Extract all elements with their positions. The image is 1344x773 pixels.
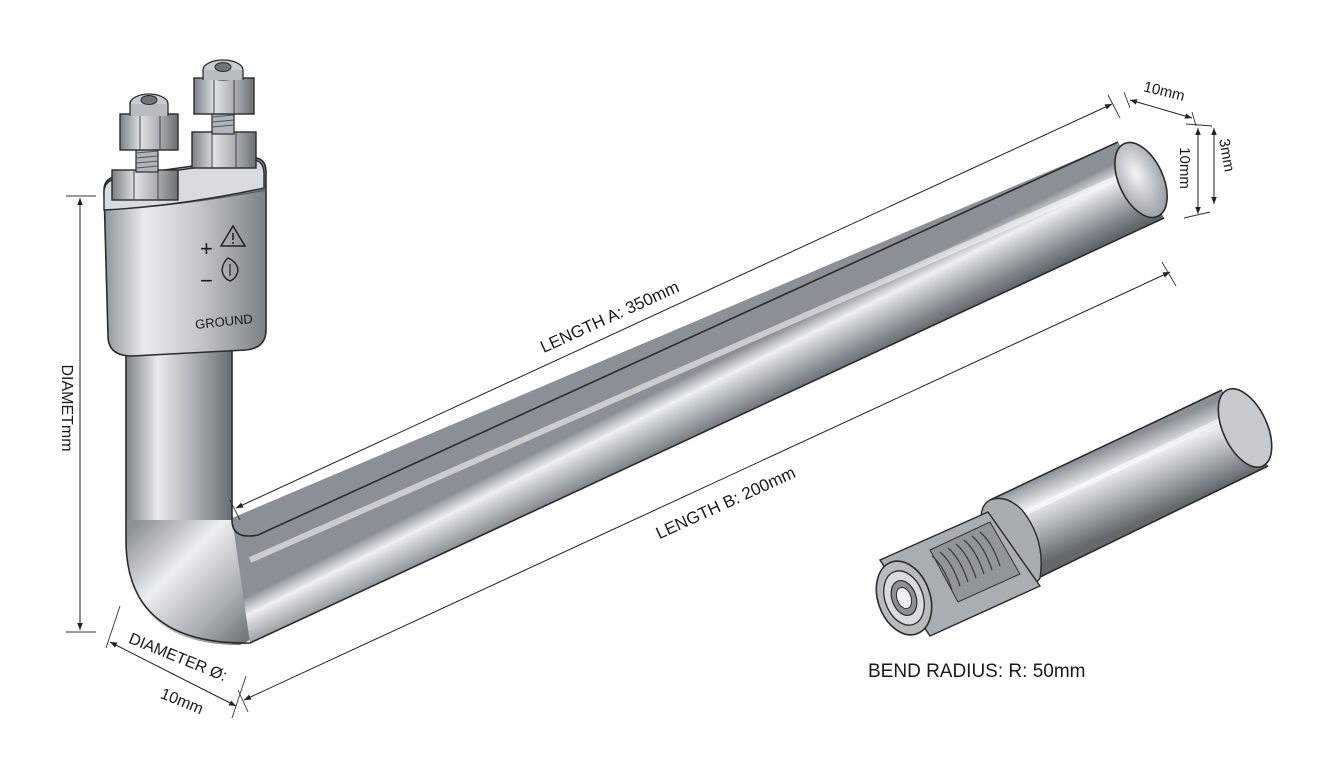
terminal-housing: + − GROUND [103,59,267,357]
end-width-dimension: 10mm [1123,78,1197,127]
tube-end-cap [1114,141,1168,219]
cutaway-fitting: BEND RADIUS: R: 50mm [868,388,1273,682]
bottom-diameter-value: 10mm [158,686,206,718]
tube-bend [126,520,250,645]
bend-radius-label: BEND RADIUS: R: 50mm [868,661,1085,682]
side-diameter-label: DIAMETmm [58,364,75,451]
right-terminal-stud [191,59,257,169]
tube-vertical-leg [126,330,232,540]
end-height-inner-label: 10mm [1176,147,1193,189]
minus-symbol: − [200,268,213,293]
length-b-label: LENGTH B: 200mm [653,463,798,543]
plus-symbol: + [200,236,213,261]
end-height-outer-label: 3mm [1215,137,1238,173]
side-diameter-dimension: DIAMETmm [58,195,96,633]
end-width-label: 10mm [1142,78,1187,105]
length-a-dimension: LENGTH A: 350mm [229,94,1121,521]
left-terminal-stud [111,93,179,201]
end-height-dimension: 10mm 3mm [1176,123,1238,219]
